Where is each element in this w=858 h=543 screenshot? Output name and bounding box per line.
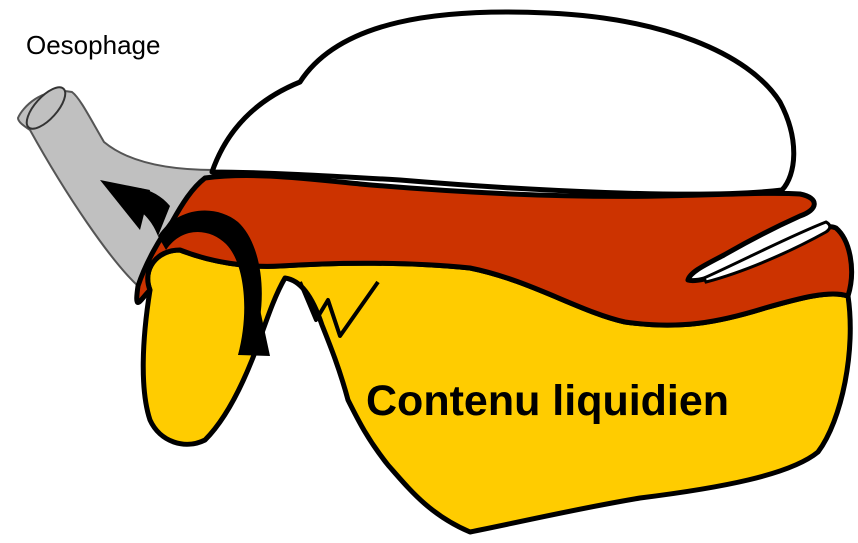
liquid-content-label: Contenu liquidien (366, 380, 729, 423)
oesophagus-label: Oesophage (26, 32, 160, 58)
gas-bubble (212, 12, 794, 194)
